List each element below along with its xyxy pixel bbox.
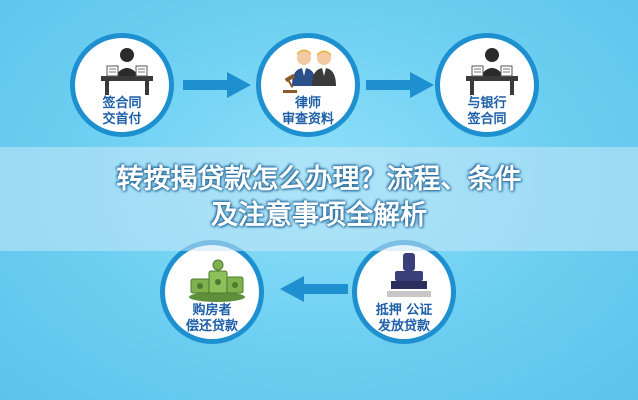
- lawyers-icon: [283, 49, 336, 93]
- title-banner: [0, 147, 638, 251]
- page-title-line2: 及注意事项全解析: [211, 200, 427, 231]
- step-label-line2: 审查资料: [281, 112, 334, 127]
- step-sign-contract-down-payment: 签合同 交首付: [70, 33, 174, 137]
- money-icon: [189, 259, 245, 302]
- step-label-line2: 偿还贷款: [185, 319, 238, 334]
- step-mortgage-notarize-loan: 抵押 公证 发放贷款: [352, 240, 456, 344]
- arrow-left-icon: [280, 276, 348, 302]
- step-label-line1: 与银行: [467, 96, 507, 111]
- arrow-right-icon: [366, 72, 434, 98]
- step-label-line2: 签合同: [467, 112, 507, 127]
- step-label-line2: 交首付: [102, 112, 142, 127]
- step-label-line1: 购房者: [192, 303, 232, 318]
- step-lawyer-review: 律师 审查资料: [256, 33, 360, 137]
- step-label-line1: 签合同: [102, 96, 142, 111]
- arrow-right-icon: [183, 72, 251, 98]
- page-title-line1: 转按揭贷款怎么办理？流程、条件: [116, 164, 522, 195]
- step-label-line1: 律师: [294, 96, 321, 111]
- desk-contract-icon: [466, 48, 518, 95]
- step-bank-contract: 与银行 签合同: [435, 33, 539, 137]
- step-buyer-repay-loan: 购房者 偿还贷款: [160, 240, 264, 344]
- stamp-icon: [387, 253, 431, 297]
- desk-contract-icon: [101, 48, 153, 95]
- step-label-line1: 抵押 公证: [375, 303, 433, 318]
- step-label-line2: 发放贷款: [377, 319, 430, 334]
